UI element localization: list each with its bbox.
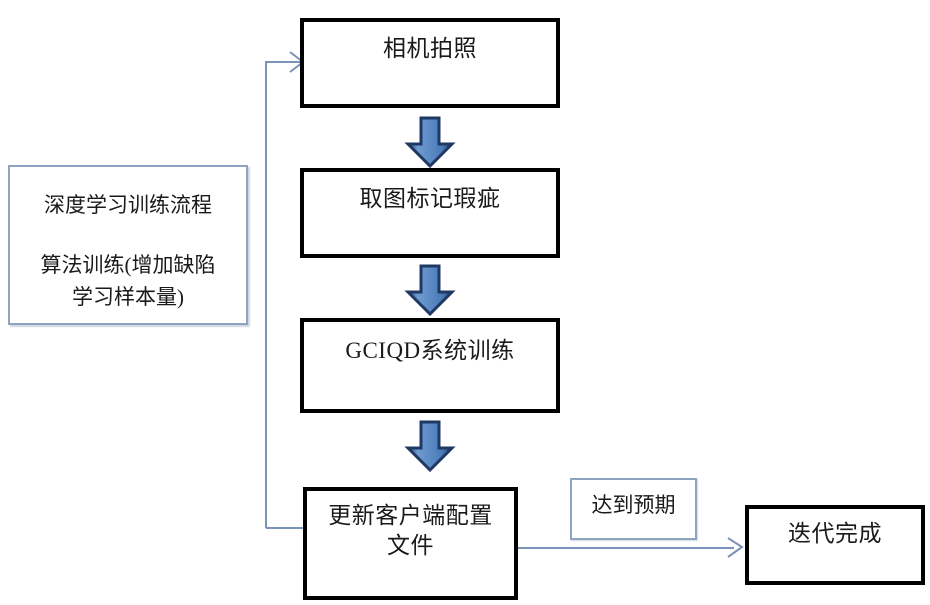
node-update-config-label: 更新客户端配置 文件 <box>328 503 493 558</box>
block-arrow-mark-to-train <box>404 264 456 316</box>
node-mark-defect[interactable]: 取图标记瑕疵 <box>300 168 560 258</box>
node-gciqd-train[interactable]: GCIQD系统训练 <box>300 318 560 413</box>
connector-update-to-done <box>518 547 734 549</box>
feedback-loop-vertical-segment <box>265 62 267 528</box>
connector-update-to-done-arrowhead <box>726 536 746 560</box>
feedback-loop-bottom-segment <box>266 527 306 529</box>
block-arrow-train-to-update <box>404 420 456 472</box>
node-camera[interactable]: 相机拍照 <box>300 18 560 108</box>
feedback-loop-top-segment <box>265 61 301 63</box>
node-iteration-done[interactable]: 迭代完成 <box>745 505 925 585</box>
node-camera-label: 相机拍照 <box>383 36 477 61</box>
edge-label-expected-text: 达到预期 <box>591 493 676 517</box>
node-iteration-done-label: 迭代完成 <box>788 521 882 546</box>
side-panel-line-1: 深度学习训练流程 <box>44 193 212 217</box>
side-panel-line-2: 算法训练(增加缺陷 学习样本量) <box>40 253 216 309</box>
edge-label-expected: 达到预期 <box>570 478 697 540</box>
node-gciqd-train-label: GCIQD系统训练 <box>345 338 515 363</box>
side-panel-training-process: 深度学习训练流程 算法训练(增加缺陷 学习样本量) <box>8 165 248 325</box>
node-update-config[interactable]: 更新客户端配置 文件 <box>303 487 518 600</box>
node-mark-defect-label: 取图标记瑕疵 <box>359 186 501 211</box>
block-arrow-camera-to-mark <box>404 116 456 168</box>
